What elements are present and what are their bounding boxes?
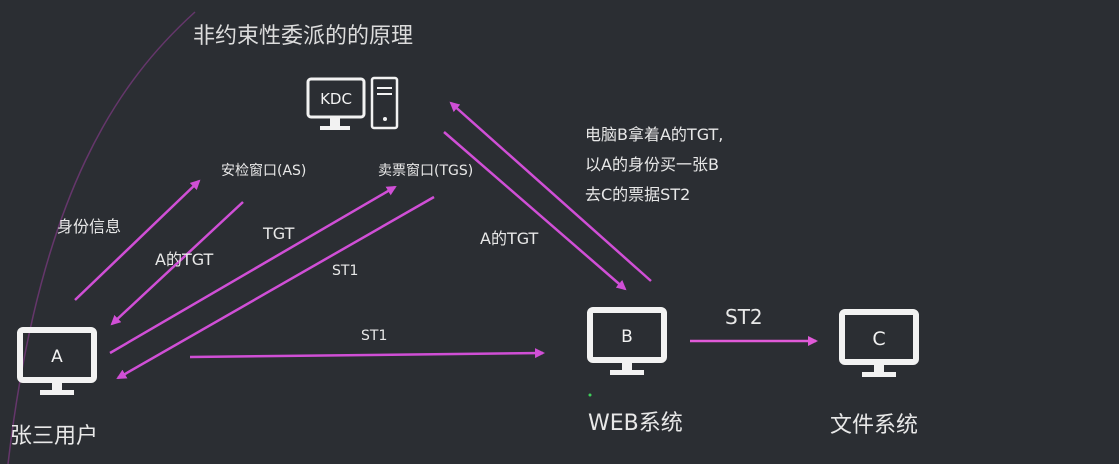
st1-upper-label: ST1 (332, 263, 359, 279)
node-a-label: A (51, 347, 63, 367)
server-tower-icon (370, 76, 399, 130)
arrow-kdc-to-b (443, 131, 627, 291)
identity-info-label: 身份信息 (57, 217, 122, 236)
note-line-1: 电脑B拿着A的TGT, (585, 125, 724, 144)
monitor-icon (17, 327, 97, 395)
arrow-b-to-kdc (449, 101, 652, 282)
web-system-caption: WEB系统 (588, 411, 683, 436)
arrow-as-tgt-to-a (110, 201, 244, 326)
as-window-label: 安检窗口(AS) (221, 163, 307, 179)
arrow-tgs-st1-to-a (116, 195, 435, 380)
kdc-label: KDC (320, 90, 352, 108)
st1-lower-label: ST1 (361, 328, 388, 344)
node-c-label: C (872, 328, 885, 350)
tgs-window-label: 卖票窗口(TGS) (378, 163, 474, 179)
a-tgt-right-label: A的TGT (480, 229, 539, 248)
kdc-monitor-icon (306, 77, 366, 130)
a-tgt-left-label: A的TGT (155, 250, 214, 269)
user-caption: 张三用户 (10, 424, 99, 449)
file-system-caption: 文件系统 (830, 413, 919, 438)
diagram-title: 非约束性委派的的原理 (193, 24, 414, 49)
arrow-identity-to-as (74, 179, 201, 301)
explanation-note: 电脑B拿着A的TGT, 以A的身份买一张B 去C的票据ST2 (585, 120, 723, 210)
note-line-2: 以A的身份买一张B (585, 155, 719, 174)
node-b-label: B (621, 327, 633, 347)
monitor-icon (587, 307, 667, 375)
arrow-a-st1-to-b (189, 348, 545, 359)
note-line-3: 去C的票据ST2 (585, 185, 691, 204)
tgt-label: TGT (263, 224, 295, 243)
decorative-arc (7, 11, 196, 464)
arrow-tgt-to-tgs (109, 185, 397, 355)
st2-label: ST2 (725, 305, 763, 329)
monitor-icon (839, 309, 919, 377)
green-dot (588, 393, 592, 397)
